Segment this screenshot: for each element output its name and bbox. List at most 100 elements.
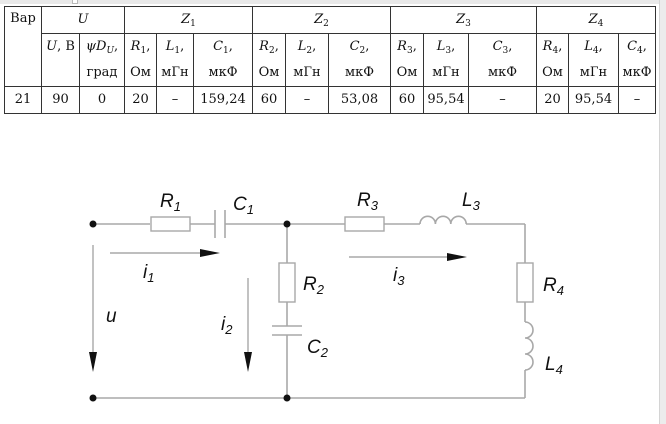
col-header-c4: C4, [618,33,656,60]
unit-c3: мкФ [468,60,537,87]
terminal-node-bottom [89,394,97,402]
col-symbol: L [297,39,307,54]
col-symbol: L [584,39,593,54]
resistor-r2 [278,262,296,303]
group-symbol: U [77,12,89,27]
cell-r4: 20 [536,86,569,114]
group-header-z3: Z3 [390,6,537,34]
terminal-node-top [89,220,97,228]
col-suffix: , [146,39,151,54]
junction-node-top [283,220,291,228]
col-suffix: , [598,39,603,54]
col-subscript: 3 [406,46,413,56]
wires [93,223,526,399]
group-symbol: Z [314,12,324,27]
col-subscript: 4 [592,46,599,56]
label-r4: R4 [543,275,564,298]
col-symbol: R [130,39,141,54]
col-symbol: C [213,39,224,54]
col-symbol: C [349,39,360,54]
cell-l1: – [156,86,194,114]
group-subscript: 1 [190,19,196,29]
table-move-handle[interactable] [72,0,78,4]
arrow-i2-head [244,352,252,372]
group-subscript: 2 [323,19,329,29]
capacitor-c1 [214,210,226,238]
inductor-l4 [524,321,534,371]
col-suffix: , В [57,39,75,54]
cell-c3: – [468,86,537,114]
arrow-u-head [89,352,97,372]
col-suffix: , [228,39,233,54]
cell-r3: 60 [390,86,424,114]
cell-l3: 95,54 [423,86,469,114]
current-arrows [92,245,452,358]
col-subscript: 3 [445,46,452,56]
col-header-c2: C2, [328,33,391,60]
label-r1: R1 [160,191,181,214]
col-symbol: R [542,39,553,54]
col-subscript: 3 [502,46,509,56]
label-u: u [106,306,117,327]
col-header-r4: R4, [536,33,569,60]
unit-psi: град [79,60,125,87]
top-toolbar-strip [0,0,666,4]
col-symbol: L [436,39,446,54]
group-header-z4: Z4 [536,6,656,34]
col-symbol: C [492,39,503,54]
group-symbol: Z [588,12,598,27]
col-header-c1: C1, [193,33,253,60]
arrow-i1-head [200,249,220,257]
group-header-u: U [41,6,125,34]
col-symbol: C [627,39,638,54]
variant-header: Вар [4,6,42,87]
col-subscript: 1 [174,46,181,56]
capacitor-c2 [272,325,302,336]
col-subscript: 1 [223,46,229,56]
label-i2: i2 [221,314,233,337]
resistor-r1 [150,216,191,232]
col-subscript: 2 [359,46,366,56]
junction-node-bottom [283,394,291,402]
col-suffix: , [114,39,119,54]
col-header-l1: L1, [156,33,194,60]
group-subscript: 4 [597,19,604,29]
unit-l1: мГн [156,60,194,87]
cell-l4: 95,54 [568,86,619,114]
resistor-r3 [344,216,385,232]
col-symbol: L [165,39,175,54]
label-i1: i1 [143,262,154,285]
col-symbol: U [46,39,58,54]
unit-r2: Ом [252,60,286,87]
cell-r1: 20 [124,86,157,114]
table-row: 21 90 0 20 – 159,24 60 – 53,08 60 95,54 … [4,86,656,114]
group-subscript: 3 [465,19,471,29]
group-symbol: Z [456,12,466,27]
col-symbol: R [397,39,407,54]
parameters-table: Вар U Z1 Z2 Z3 Z4 U, В ψDU, R1, L1, C1, … [4,6,656,114]
resistor-r4 [516,262,534,303]
col-suffix: , [180,39,185,54]
col-subscript: 2 [268,46,275,56]
col-header-r1: R1, [124,33,157,60]
col-suffix: , [642,39,647,54]
col-subscript: U [106,46,115,56]
unit-c2: мкФ [328,60,391,87]
label-c1: C1 [233,194,254,217]
unit-r4: Ом [536,60,569,87]
col-header-c3: C3, [468,33,537,60]
cell-l2: – [285,86,329,114]
label-r2: R2 [303,274,325,297]
column-symbol-row: U, В ψDU, R1, L1, C1, R2, L2, C2, R3, L3… [5,33,656,87]
cell-c1: 159,24 [193,86,253,114]
label-i3: i3 [393,265,405,288]
label-c2: C2 [307,337,329,360]
col-suffix: , [412,39,417,54]
cell-c4: – [618,86,656,114]
cell-psi: 0 [79,86,125,114]
col-subscript: 4 [552,46,559,56]
group-header-row: Вар U Z1 Z2 Z3 Z4 [4,6,656,87]
label-l4: L4 [545,354,563,377]
col-suffix: , [312,39,317,54]
page-right-edge [659,0,666,424]
